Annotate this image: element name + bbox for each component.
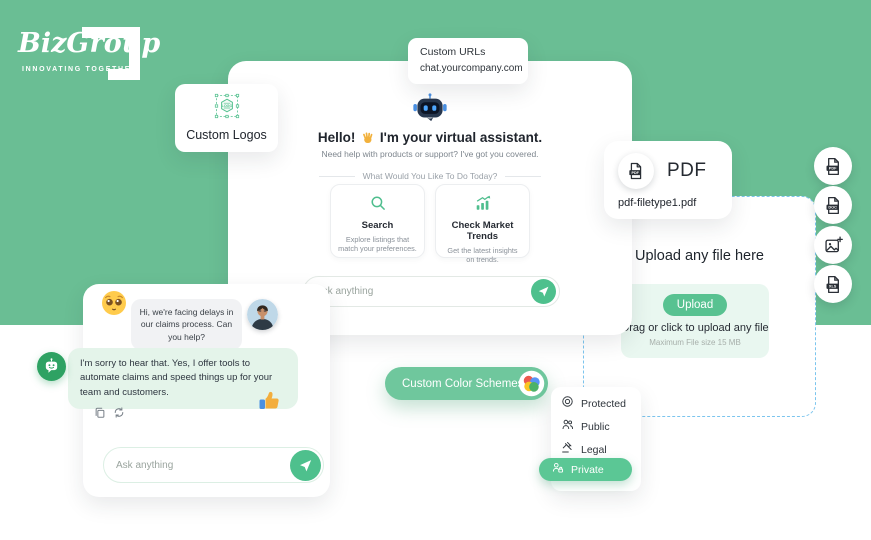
message-actions [93, 406, 125, 420]
visibility-menu: Protected Public Legal Private [539, 387, 641, 491]
divider-line-right [505, 175, 542, 177]
send-button[interactable] [531, 279, 556, 304]
send-button[interactable] [290, 449, 321, 481]
thumbs-up-emoji [257, 387, 283, 418]
pdf-type-label: PDF [667, 160, 707, 181]
menu-item-private[interactable]: Private [539, 458, 632, 481]
divider-line-left [318, 175, 355, 177]
custom-color-schemes-button[interactable]: Custom Color Schemes [385, 367, 548, 400]
menu-item-protected[interactable]: Protected [551, 392, 641, 415]
brand-logo: BizGroup INNOVATING TOGETHER [16, 22, 176, 84]
search-icon [369, 196, 387, 216]
upload-max-size: Maximum File size 15 MB [649, 338, 741, 347]
paper-plane-icon [300, 459, 312, 471]
assistant-subtitle: Need help with products or support? I've… [321, 149, 539, 159]
upload-button[interactable]: Upload [663, 294, 727, 316]
svg-text:XLS: XLS [828, 284, 836, 288]
doc-badge-icon: DOC [814, 186, 852, 224]
upload-heading: Upload any file here [635, 248, 764, 264]
brand-tagline: INNOVATING TOGETHER [22, 66, 138, 73]
greeting-suffix: I'm your virtual assistant. [379, 130, 543, 145]
upload-drag-text: Drag or click to upload any file [621, 322, 769, 334]
assistant-greeting: Hello! I'm your virtual assistant. [228, 130, 632, 147]
protected-icon [561, 395, 574, 413]
quick-action-market-trends[interactable]: Check Market Trends Get the latest insig… [435, 184, 530, 264]
logo-placeholder-icon: LOGO [212, 93, 242, 125]
pdf-filename: pdf-filetype1.pdf [618, 197, 697, 209]
wave-emoji [361, 131, 374, 147]
pleading-face-emoji [101, 290, 127, 321]
custom-urls-title: Custom URLs [420, 46, 486, 58]
svg-text:PDF: PDF [632, 171, 640, 175]
svg-text:PDF: PDF [828, 166, 836, 170]
robot-avatar-icon [412, 93, 448, 129]
gavel-icon [561, 441, 574, 459]
copy-icon[interactable] [93, 406, 106, 420]
custom-url-value: chat.yourcompany.com [420, 63, 523, 74]
chat-ask-input[interactable] [104, 459, 290, 471]
custom-logos-card: LOGO Custom Logos [175, 84, 278, 152]
user-avatar [247, 299, 278, 330]
assistant-ask-input[interactable] [304, 286, 531, 297]
image-add-icon [814, 226, 852, 264]
xls-badge-icon: XLS [814, 265, 852, 303]
chat-conversation-card: Hi, we're facing delays in our claims pr… [68, 284, 330, 497]
quick-actions-row: Search Explore listings that match your … [228, 184, 632, 264]
menu-item-legal[interactable]: Legal [551, 438, 641, 461]
paper-plane-icon [538, 286, 549, 297]
logo-bracket-icon [82, 27, 140, 85]
brand-name: BizGroup [18, 28, 161, 59]
custom-color-schemes-label: Custom Color Schemes [402, 377, 524, 390]
quick-action-title: Search [361, 220, 394, 231]
svg-text:LOGO: LOGO [221, 104, 232, 108]
greeting-prefix: Hello! [317, 130, 356, 145]
pdf-file-card: PDF PDF pdf-filetype1.pdf [604, 141, 732, 219]
divider-label: What Would You Like To Do Today? [362, 171, 498, 181]
divider: What Would You Like To Do Today? [228, 171, 632, 181]
assistant-widget-card: Hello! I'm your virtual assistant. Need … [228, 61, 632, 335]
svg-text:DOC: DOC [828, 205, 837, 209]
menu-item-public[interactable]: Public [551, 415, 641, 438]
color-wheel-icon [518, 370, 545, 400]
bot-avatar-icon [37, 352, 66, 381]
user-message-bubble: Hi, we're facing delays in our claims pr… [131, 299, 242, 350]
quick-action-description: Get the latest insights on trends. [447, 245, 518, 265]
regenerate-icon[interactable] [112, 406, 125, 420]
custom-logos-label: Custom Logos [186, 128, 267, 142]
chat-input-row [103, 447, 324, 483]
upload-dropzone[interactable]: Upload Drag or click to upload any file … [621, 284, 769, 358]
custom-urls-card: Custom URLs chat.yourcompany.com [408, 38, 528, 84]
people-icon [561, 418, 574, 436]
trend-chart-icon [474, 195, 492, 216]
quick-action-description: Explore listings that match your prefere… [338, 234, 417, 254]
bot-message-bubble: I'm sorry to hear that. Yes, I offer too… [68, 348, 298, 409]
assistant-input-row [303, 276, 560, 307]
person-lock-icon [551, 461, 564, 479]
pdf-badge-icon: PDF [814, 147, 852, 185]
quick-action-search[interactable]: Search Explore listings that match your … [330, 184, 425, 258]
pdf-file-icon: PDF [618, 153, 654, 189]
quick-action-title: Check Market Trends [451, 220, 514, 242]
